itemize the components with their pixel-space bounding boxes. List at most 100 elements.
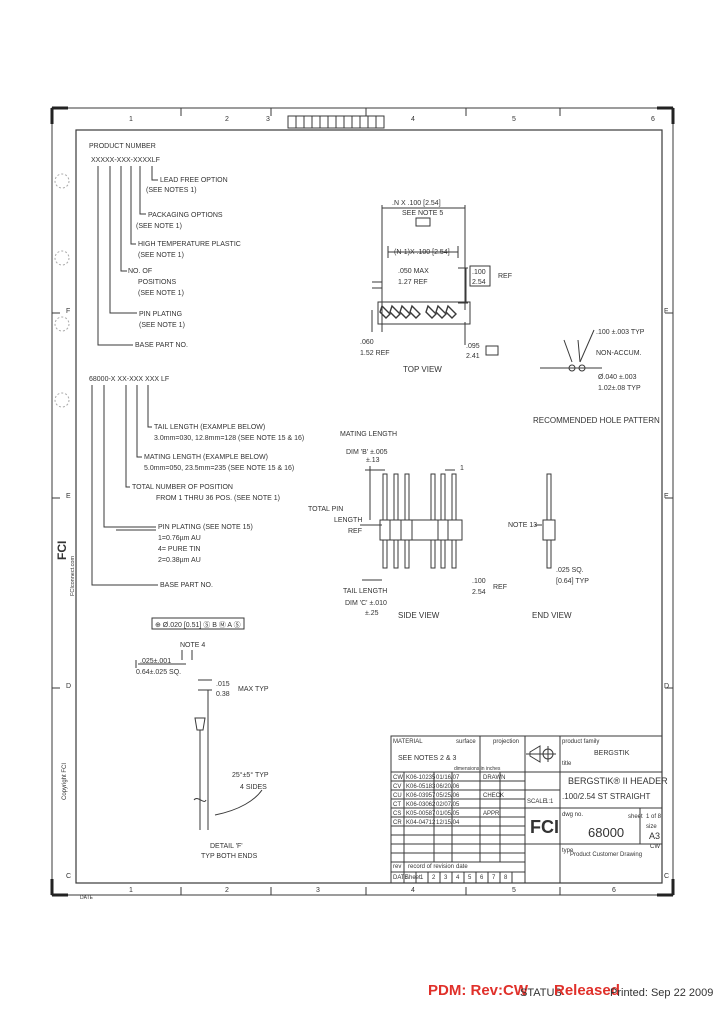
top-zone-hatch: [287, 115, 385, 129]
mating-label-2: DIM 'B' ±.005: [346, 449, 388, 456]
dims-header: dimensions in inches: [454, 766, 501, 772]
side-dim-g-suffix: REF: [493, 584, 507, 591]
mating-length-1: MATING LENGTH (EXAMPLE BELOW): [144, 454, 268, 461]
rev-code: CS: [393, 811, 401, 817]
grid-top-2: 2: [225, 116, 229, 123]
grid-bottom-4: 4: [411, 887, 415, 894]
revision-rows: CW K06-10235 01/16/07 CV K06-05183 06/20…: [393, 775, 468, 870]
sheet-num-7: 7: [492, 875, 496, 881]
detail-angle-2: 4 SIDES: [240, 784, 267, 791]
top-view-body: [377, 301, 471, 325]
part-pattern-b: 68000-X XX-XXX XXX LF: [89, 376, 169, 383]
sheet-num-6: 6: [480, 875, 484, 881]
top-dim-d-1: .100: [472, 269, 486, 276]
printed-date: Printed: Sep 22 2009: [610, 987, 714, 999]
pattern-a-leaders: [97, 166, 158, 346]
pin-plating-1: PIN PLATING: [139, 311, 182, 318]
grid-top-1: 1: [129, 116, 133, 123]
top-dim-a-2: SEE NOTE 5: [402, 210, 443, 217]
rev-record: K04-04712: [406, 820, 436, 826]
approval-check: CHECK: [483, 793, 504, 799]
rev-record: K06-03957: [406, 793, 436, 799]
sheet-num-4: 4: [456, 875, 460, 881]
side-branding: FCI FCIconnect.com Copyright FCI: [55, 541, 76, 800]
packaging-1: PACKAGING OPTIONS: [148, 212, 223, 219]
pin-plating-b-1: PIN PLATING (SEE NOTE 15): [158, 524, 253, 531]
pin-plating-b-2: 1=0.76µm AU: [158, 535, 201, 542]
rev-code: CW: [393, 775, 403, 781]
top-view: .N X .100 [2.54] SEE NOTE 5 (N-1)X .100 …: [360, 200, 512, 374]
rev-code: CV: [393, 784, 401, 790]
hole-pattern-title: RECOMMENDED HOLE PATTERN: [533, 416, 660, 425]
grid-top-3: 3: [266, 116, 270, 123]
hole-dim-a-2: NON-ACCUM.: [596, 350, 642, 357]
sheet-num-3: 3: [444, 875, 448, 881]
rev-date: 06/20/06: [436, 784, 460, 790]
top-dim-a-1: .N X .100 [2.54]: [392, 200, 441, 207]
base-part-a: BASE PART NO.: [135, 342, 188, 349]
tail-label-3: ±.25: [365, 610, 379, 617]
end-view-title: END VIEW: [532, 611, 572, 620]
top-dim-b: (N-1)X .100 [2.54]: [394, 249, 450, 256]
approval-drawn: DRAWN: [483, 775, 505, 781]
side-dim-g-1: .100: [472, 578, 486, 585]
sheet-num-5: 5: [468, 875, 472, 881]
rev-record: K06-03062: [406, 802, 436, 808]
status-value: Released: [554, 982, 620, 999]
fci-url: FCIconnect.com: [70, 556, 76, 596]
grid-right-d: D: [664, 683, 669, 690]
rev-header-rev: rev: [393, 864, 401, 870]
grid-bottom-1: 1: [129, 887, 133, 894]
rev-record: K05-00587: [406, 811, 436, 817]
fci-title-logo: FCI: [530, 817, 559, 837]
product-number-title: PRODUCT NUMBER: [89, 143, 156, 150]
size-value: A3: [649, 831, 660, 841]
top-view-title: TOP VIEW: [403, 365, 442, 374]
side-view: MATING LENGTH DIM 'B' ±.005 ±.13 TOTAL P…: [308, 431, 507, 620]
tail-label-1: TAIL LENGTH: [343, 588, 387, 595]
rev-code: CR: [393, 820, 402, 826]
top-dim-c-2: 1.27 REF: [398, 279, 428, 286]
grid-right-e: E: [664, 493, 669, 500]
pin-plating-b-3: 4= PURE TIN: [158, 546, 200, 553]
product-family-value: BERGSTIK: [594, 750, 630, 757]
material-label: MATERIAL: [393, 739, 423, 745]
tail-label-2: DIM 'C' ±.010: [345, 600, 387, 607]
hole-2: [578, 364, 586, 372]
side-dim-g-2: 2.54: [472, 589, 486, 596]
rev-date: 01/16/07: [436, 775, 460, 781]
grid-bottom-6: 6: [612, 887, 616, 894]
outer-border: [51, 107, 674, 896]
rev-header-record: record of revision: [408, 864, 454, 870]
pin-plating-b-4: 2=0.38µm AU: [158, 557, 201, 564]
total-positions-1: TOTAL NUMBER OF POSITION: [132, 484, 233, 491]
positions-2: POSITIONS: [138, 279, 176, 286]
rev-letter: CW: [650, 844, 660, 850]
detail-max-2: 0.38: [216, 691, 230, 698]
detail-angle-1: 25°±5° TYP: [232, 771, 269, 779]
end-dim-2: [0.64] TYP: [556, 578, 589, 585]
copyright: Copyright FCI: [62, 763, 68, 800]
surface-label: surface: [456, 739, 476, 745]
title-line-2: .100/2.54 ST STRAIGHT: [562, 792, 650, 801]
grid-top-4: 4: [411, 116, 415, 123]
sheet-value: 1 of 8: [646, 814, 662, 820]
side-view-pins: [379, 473, 463, 569]
rev-date: 01/05/05: [436, 811, 460, 817]
pdm-revision: PDM: Rev:CW: [428, 982, 528, 999]
total-pin-2: LENGTH: [334, 517, 362, 524]
hole-dim-b-2: 1.02±.08 TYP: [598, 385, 641, 392]
positions-3: (SEE NOTE 1): [138, 290, 184, 297]
top-dim-d-suffix: REF: [498, 273, 512, 280]
part-number-notes: PRODUCT NUMBER XXXXX-XXX-XXXXLF LEAD FRE…: [89, 143, 304, 589]
approval-sheet: sheet: [406, 875, 421, 881]
status-label: STATUS: [520, 987, 562, 999]
sheet-footnote: DATE: [80, 895, 94, 901]
grid-right-f: F: [664, 308, 668, 315]
scale-label: SCALE: [527, 799, 547, 805]
projection-label: projection: [493, 739, 519, 745]
title-block: MATERIAL SEE NOTES 2 & 3 surface project…: [390, 735, 668, 884]
grid-ticks: [52, 108, 673, 895]
grid-top-6: 6: [651, 116, 655, 123]
rev-header-date: date: [456, 864, 468, 870]
